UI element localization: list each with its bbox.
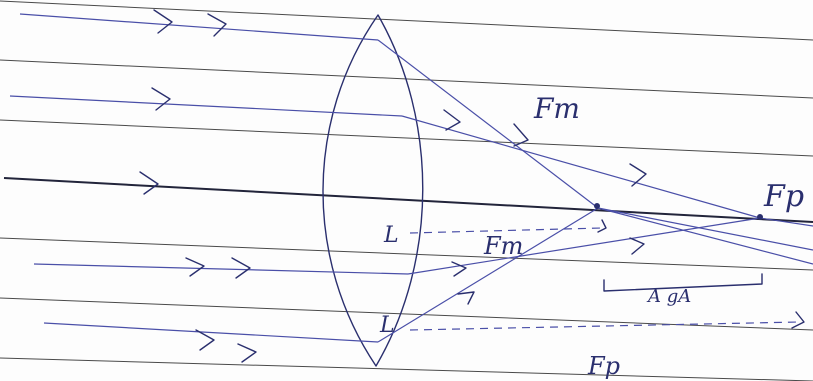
arrow-mark bbox=[237, 343, 257, 363]
arrow-mark bbox=[185, 257, 205, 277]
arrow-mark bbox=[451, 261, 467, 277]
incident-ray bbox=[33, 263, 409, 275]
arrow-mark bbox=[791, 311, 805, 329]
continued-ray bbox=[597, 207, 813, 265]
marginal-ray bbox=[377, 39, 599, 209]
label-l-mid: L bbox=[383, 223, 399, 248]
convex-lens bbox=[322, 14, 424, 367]
marginal-ray bbox=[377, 207, 599, 343]
incident-ray bbox=[9, 95, 403, 117]
aberration-span bbox=[603, 273, 763, 292]
label-fm-lower: Fm bbox=[483, 232, 523, 260]
paraxial-ray bbox=[401, 115, 761, 219]
dashed-guide bbox=[409, 227, 603, 234]
refracted-rays bbox=[377, 39, 813, 343]
rule-line bbox=[0, 0, 813, 41]
arrow-mark bbox=[151, 87, 171, 111]
aberration-markers bbox=[409, 227, 801, 331]
arrow-mark bbox=[629, 163, 647, 187]
incident-ray bbox=[43, 322, 379, 343]
label-aberration: A gA bbox=[646, 286, 691, 307]
arrow-mark bbox=[207, 13, 227, 37]
label-l-low: L bbox=[379, 313, 395, 338]
arrow-mark bbox=[597, 219, 607, 233]
label-fp-bottom: Fp bbox=[587, 352, 620, 380]
paraxial-ray bbox=[407, 217, 761, 275]
principal-axis bbox=[3, 177, 813, 223]
arrow-mark bbox=[231, 257, 251, 279]
label-fm-upper: Fm bbox=[533, 92, 580, 125]
arrow-mark bbox=[443, 109, 461, 131]
dashed-guide bbox=[409, 321, 801, 331]
arrow-mark bbox=[195, 329, 215, 351]
marginal-focus-dot bbox=[594, 203, 600, 209]
rule-line bbox=[0, 119, 813, 157]
arrow-mark bbox=[629, 237, 645, 255]
ray-arrows bbox=[139, 9, 805, 363]
rule-line bbox=[0, 237, 813, 271]
paraxial-focus-dot bbox=[757, 214, 763, 220]
label-fp-right: Fp bbox=[763, 179, 804, 214]
continued-ray bbox=[597, 207, 813, 251]
incident-rays bbox=[9, 13, 409, 343]
arrow-mark bbox=[457, 291, 475, 305]
rule-line bbox=[0, 357, 813, 381]
arrow-mark bbox=[153, 9, 173, 34]
incident-ray bbox=[19, 13, 379, 41]
continued-ray bbox=[759, 217, 813, 227]
arrow-mark bbox=[513, 123, 529, 147]
arrow-mark bbox=[139, 171, 159, 195]
